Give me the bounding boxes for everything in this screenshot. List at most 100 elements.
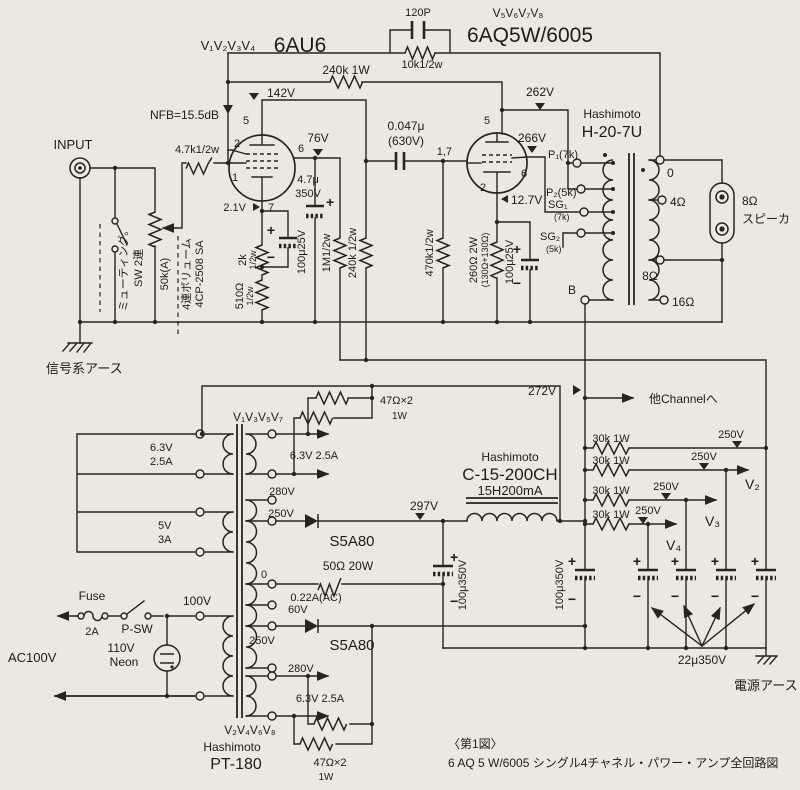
pt-tap-0	[267, 579, 277, 589]
choke-spec: 15H200mA	[477, 483, 542, 498]
t2-pin2: 2	[480, 182, 486, 194]
w5-label: 5V	[158, 520, 172, 532]
plus-sign: +	[751, 553, 759, 569]
v-plate-142: 142V	[267, 86, 295, 100]
sec-0-label: 0	[667, 166, 674, 180]
cap-22u-label: 22μ350V	[678, 653, 726, 667]
i022-label: 0.22A(AC)	[290, 592, 341, 604]
figure-caption: 〈第1図〉 6 AQ 5 W/6005 シングル4チャネル・パワー・アンプ全回路…	[448, 737, 778, 770]
v4-label: V₄	[666, 537, 681, 553]
diode1-label: S5A80	[329, 533, 374, 550]
phase-dot-secondary	[641, 168, 645, 172]
humbal2-watt: 1W	[319, 772, 335, 783]
minus-sign: −	[267, 249, 275, 265]
tap280u-label: 280V	[269, 486, 295, 498]
res-240k1w-label: 240k 1W	[322, 63, 370, 77]
tube1-designators: V₁V₂V₃V₄	[201, 38, 256, 53]
tap250u-label: 250V	[268, 508, 294, 520]
plus-sign: +	[326, 194, 334, 210]
mute-switch-icon	[111, 217, 119, 225]
t1-pin2: 2	[234, 138, 240, 150]
v-cathode-21: 2.1V	[223, 202, 246, 214]
choke-model: C-15-200CH	[462, 465, 557, 484]
v250-label: 250V	[635, 505, 661, 517]
power-transformer: V₁V₃V₅V₇ V₂V₄V₆V₈ 6.3V 2.5A 5V 3A 6.3V 2…	[8, 383, 588, 783]
res-1m-label: 1M1/2w	[321, 234, 333, 273]
res-240k-label: 240k 1/2w	[347, 228, 359, 278]
heater1-spec: 6.3V 2.5A	[290, 450, 339, 462]
res-30k-label: 30k 1W	[592, 455, 630, 467]
pt-tap-250-lower	[267, 621, 277, 631]
plus-sign: +	[513, 241, 521, 257]
humbal2-label: 47Ω×2	[314, 757, 347, 769]
res-510-w: 1/2w	[245, 286, 255, 306]
sec-4-label: 4Ω	[670, 195, 686, 209]
opt-terminal-4ohm	[657, 195, 667, 205]
diode2-label: S5A80	[329, 637, 374, 654]
t2-pin5: 5	[484, 115, 490, 127]
tube2-designators: V₅V₆V₇V₈	[493, 6, 544, 20]
opt-brand: Hashimoto	[583, 107, 641, 121]
volume-pot	[147, 211, 163, 248]
fuse-rating: 2A	[85, 626, 99, 638]
res-470k-label: 470k1/2w	[424, 229, 436, 276]
signal-ground-label: 信号系アース	[46, 361, 123, 376]
nfb-label: NFB=15.5dB	[150, 108, 219, 122]
minus-sign: −	[513, 275, 521, 291]
input-section: INPUT ミューティング。 SW 2連 50k(A) 4連ボリューム 4CP-…	[46, 137, 233, 376]
t1-pin6: 6	[298, 143, 304, 155]
t1-pin1: 1	[232, 172, 238, 184]
cap-100u25-label: 100μ25V	[296, 229, 308, 274]
cap-100u350-label: 100μ350V	[554, 559, 566, 610]
v-screen-76: 76V	[307, 131, 328, 145]
volume-type-1: 4連ボリューム	[179, 238, 193, 310]
power-switch-icon	[144, 612, 152, 620]
feedback-network: 120P 10k1/2w 240k 1W NFB=15.5dB V₁V₂V₃V₄…	[150, 6, 661, 164]
t2-pin6: 6	[521, 168, 527, 180]
plus-sign: +	[450, 549, 458, 565]
res-10k-label: 10k1/2w	[402, 59, 443, 71]
pt-brand: Hashimoto	[203, 740, 261, 754]
ac-label: AC100V	[8, 650, 57, 665]
minus-sign: −	[633, 588, 641, 604]
pt-tap-60	[267, 600, 277, 610]
opt-terminal-8ohm	[655, 255, 665, 265]
volume-type-2: 4CP-2508 SA	[194, 240, 206, 308]
minus-sign: −	[751, 588, 759, 604]
opt-terminal-16ohm	[659, 295, 669, 305]
v250-label: 250V	[691, 451, 717, 463]
plus-sign: +	[671, 553, 679, 569]
opt-p2-label: P₂(5k)	[546, 187, 577, 199]
mute-label-2: SW 2連	[131, 249, 145, 287]
opt-terminal-p1	[572, 158, 582, 168]
diode-s5a80-lower	[305, 619, 318, 633]
choke-section: Hashimoto C-15-200CH 15H200mA 297V + − 1…	[317, 450, 588, 649]
minus-sign: −	[671, 588, 679, 604]
v-plate-262: 262V	[526, 85, 554, 99]
plus-sign: +	[267, 222, 275, 238]
tube1-type: 6AU6	[274, 34, 327, 57]
plus-sign: +	[633, 553, 641, 569]
v100-label: 100V	[183, 594, 211, 608]
volume-value: 50k(A)	[159, 258, 171, 290]
rails	[79, 321, 769, 649]
opt-sg2-label: SG₂	[540, 231, 560, 243]
opt-model: H-20-7U	[582, 124, 642, 141]
v297-label: 297V	[410, 499, 438, 513]
tap280l-label: 280V	[288, 663, 314, 675]
psw-label: P-SW	[121, 622, 153, 636]
opt-terminal-sg1	[579, 207, 589, 217]
cap-100u25b-label: 100μ25V	[504, 239, 516, 284]
v250-label: 250V	[653, 481, 679, 493]
heater2-designators: V₂V₄V₆V₈	[224, 723, 275, 737]
w3-label: 3A	[158, 534, 172, 546]
diode-s5a80-upper	[305, 514, 318, 528]
tap250l-label: 250V	[249, 635, 275, 647]
cap-47u-volt: 350V	[295, 188, 321, 200]
tube2-type: 6AQ5W/6005	[467, 24, 593, 47]
v-screen-266: 266V	[518, 131, 546, 145]
neon-label: Neon	[110, 655, 139, 669]
caption-text: 6 AQ 5 W/6005 シングル4チャネル・パワー・アンプ全回路図	[448, 755, 778, 770]
